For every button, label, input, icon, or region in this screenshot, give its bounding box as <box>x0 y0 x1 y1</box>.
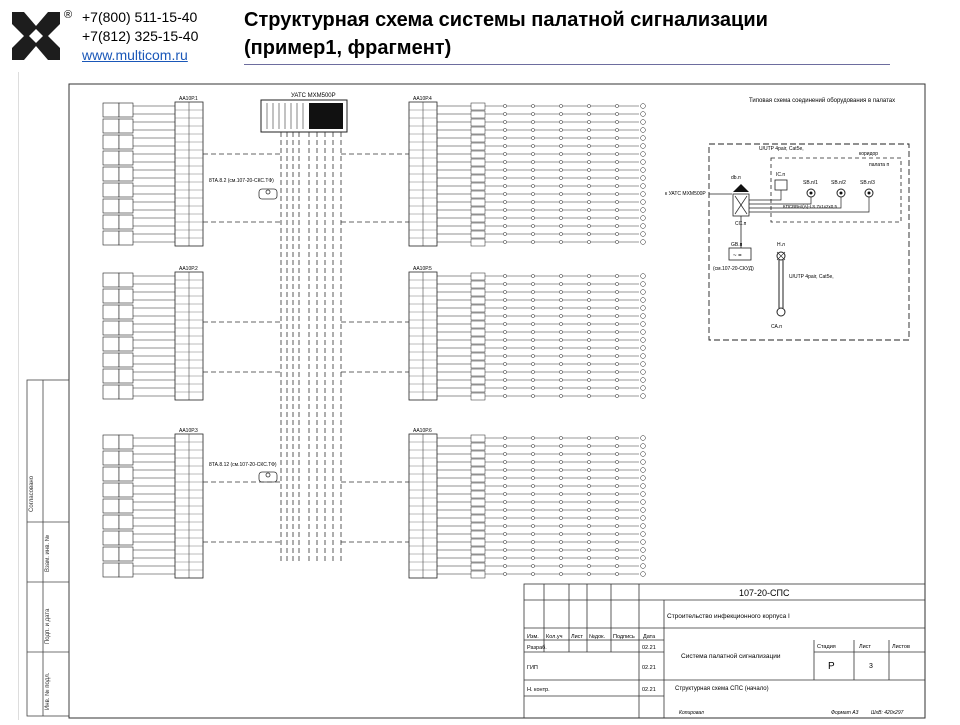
system-name: Система палатной сигнализации <box>681 652 781 660</box>
role-norm-control: Н. контр. <box>527 687 550 693</box>
patch-panel: АА10Р.4 <box>408 96 646 247</box>
col-kol: Кол.уч <box>546 634 563 640</box>
page-title-line2: (пример1, фрагмент) <box>244 37 452 59</box>
sb3-label: SB.п/3 <box>860 180 875 186</box>
to-uatc-label: к УАТС МХМ500Р <box>665 191 706 197</box>
col-ndok: №док. <box>589 634 606 640</box>
cable-label-1: U/UTP 4pair, Cat5e, <box>759 146 804 152</box>
drawing-sheet: Согласовано Взам. инв. № Подп. и дата Ин… <box>18 72 935 720</box>
header-divider <box>244 64 890 65</box>
patch-panel: АА10Р.5 <box>408 266 646 401</box>
phone-station-2 <box>258 471 278 483</box>
date-2: 02.21 <box>642 665 656 671</box>
page-title: Структурная схема системы палатной сигна… <box>244 6 944 62</box>
gb-label: GB.п <box>731 242 743 248</box>
sb2-label: SB.п/2 <box>831 180 846 186</box>
registered-mark: ® <box>64 9 73 21</box>
side-strip <box>26 379 70 717</box>
power-supply <box>728 247 752 261</box>
hl-label: H.л <box>777 242 785 248</box>
phone-station-1 <box>258 188 278 200</box>
phone-number-2[interactable]: +7(812) 325-15-40 <box>82 28 199 44</box>
col-izm: Изм. <box>527 634 539 640</box>
col-podp: Подпись <box>613 634 635 640</box>
page-title-line1: Структурная схема системы палатной сигна… <box>244 9 768 31</box>
doc-code: 107-20-СПС <box>739 588 790 598</box>
cable-label-3: КПСВВнг(А)-LS 7х1x2x0,5 <box>783 204 837 209</box>
phone-number-1[interactable]: +7(800) 511-15-40 <box>82 9 198 25</box>
trunk-lines <box>203 132 409 562</box>
side-sign-label: Подп. и дата <box>45 608 51 644</box>
role-chief-engineer: ГИП <box>527 665 538 671</box>
uatc-label: УАТС МХМ500Р <box>291 93 336 99</box>
format-size: ШхВ: 420х297 <box>871 710 904 716</box>
date-1: 02.21 <box>642 645 656 651</box>
cable-label-2: U/UTP 4pair, Cat5e, <box>789 274 834 280</box>
multicom-logo <box>12 12 60 60</box>
role-developer: Разраб. <box>527 645 547 651</box>
db-label: db.п <box>731 175 741 181</box>
col-list: Лист <box>571 634 583 640</box>
patch-panel-label: АА10Р.6 <box>413 428 432 434</box>
patch-panel: АА10Р.2 <box>102 266 204 401</box>
patch-panel: АА10Р.1 <box>102 96 204 247</box>
sheet-header: Лист <box>859 644 871 650</box>
side-agreed-label: Согласовано <box>29 475 35 512</box>
patch-panel-label: АА10Р.2 <box>179 266 198 272</box>
copied-label: Копировал <box>679 710 704 716</box>
typical-ward-diagram: Типовая схема соединений оборудования в … <box>665 97 910 341</box>
project-name: Строительство инфекционного корпуса I <box>667 613 790 620</box>
stage-header: Стадия <box>817 644 836 650</box>
schematic-drawing: Согласовано Взам. инв. № Подп. и дата Ин… <box>26 83 926 719</box>
svg-text:~ =: ~ = <box>733 253 742 259</box>
website-link[interactable]: www.multicom.ru <box>82 47 188 63</box>
phone-station-1-label: 8ТА.8.2 (см.107-20-СКС.ТФ) <box>209 178 274 184</box>
stage-value: Р <box>828 661 835 672</box>
format-label: Формат А3 <box>831 710 859 716</box>
patch-panel-label: АА10Р.1 <box>179 96 198 102</box>
ic-label: IC.п <box>776 172 785 178</box>
sheets-header: Листов <box>892 644 910 650</box>
typical-title: Типовая схема соединений оборудования в … <box>749 97 895 104</box>
patch-panel: АА10Р.6 <box>408 428 646 579</box>
sb1-label: SB.п/1 <box>803 180 818 186</box>
ward-label: палата п <box>869 162 889 168</box>
sheet-value: 3 <box>869 663 873 670</box>
phone-station-2-label: 8ТА.8.12 (см.107-20-СКС.ТФ) <box>209 462 277 468</box>
uatc-box <box>260 99 348 133</box>
col-data: Дата <box>643 634 656 640</box>
side-orig-label: Инв. № подл. <box>44 672 51 710</box>
patch-panel-label: АА10Р.3 <box>179 428 198 434</box>
date-3: 02.21 <box>642 687 656 693</box>
drawing-name: Структурная схема СПС (начало) <box>675 686 769 692</box>
psu-ref: (см.107-20-СКУД) <box>713 266 754 272</box>
ca-label: СА.п <box>771 324 782 330</box>
corridor-label: коридор <box>859 151 878 157</box>
dome-light <box>733 184 749 192</box>
side-inv-label: Взам. инв. № <box>44 535 51 572</box>
patch-panel: АА10Р.3 <box>102 428 204 579</box>
patch-panel-label: АА10Р.4 <box>413 96 432 102</box>
title-block <box>523 583 926 719</box>
patch-panel-label: АА10Р.5 <box>413 266 432 272</box>
